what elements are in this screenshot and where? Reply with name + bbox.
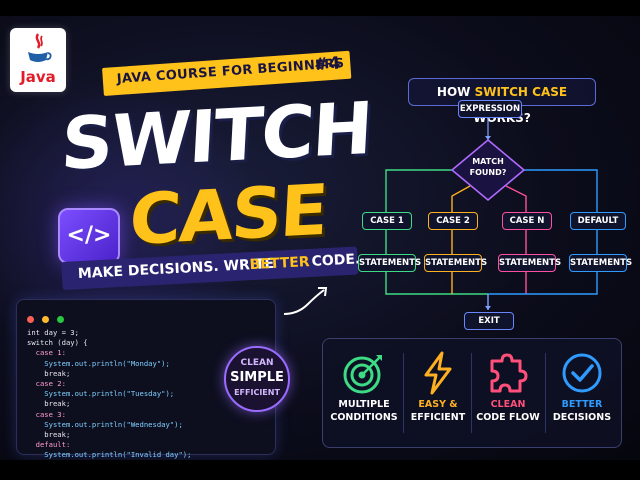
feature-multiple-conditions: MULTIPLE CONDITIONS [329, 347, 399, 439]
feature-4-line2: DECISIONS [552, 412, 612, 423]
feature-1-line1: MULTIPLE [338, 399, 390, 410]
close-dot-icon [27, 316, 34, 323]
decision-line1: MATCH [472, 157, 504, 166]
code-line: break; [27, 368, 71, 378]
clean-simple-badge: CLEAN SIMPLE EFFICIENT [224, 346, 290, 412]
code-line: System.out.println("Wednesday"); [27, 419, 183, 429]
lightning-icon [424, 351, 452, 395]
expression-box: EXPRESSION [458, 100, 522, 118]
statements-box-1: STATEMENTS [358, 254, 421, 272]
code-line: case 2: [27, 379, 66, 389]
code-line: int day = 3; [27, 328, 79, 337]
java-logo-text: Java [20, 68, 56, 86]
badge-middle: SIMPLE [230, 370, 284, 385]
divider [471, 353, 472, 433]
code-line: switch (day) { [27, 338, 88, 348]
code-block: int day = 3;switch (day) { case 1: Syste… [27, 328, 191, 460]
badge-top: CLEAN [240, 358, 274, 368]
feature-easy-efficient: EASY & EFFICIENT [403, 347, 473, 439]
default-box: DEFAULT [570, 212, 626, 230]
flowchart-connectors [385, 116, 598, 310]
flowchart-title-highlight: SWITCH CASE [474, 85, 568, 99]
code-line: default: [27, 440, 71, 450]
coffee-cup-icon [28, 33, 52, 62]
statements-box-2: STATEMENTS [424, 254, 487, 272]
maximize-dot-icon [57, 316, 65, 323]
feature-2-line2: EFFICIENT [410, 412, 466, 423]
statements-box-n: STATEMENTS [498, 254, 561, 272]
feature-3-line1: CLEAN [490, 399, 526, 410]
feature-clean-code-flow: CLEAN CODE FLOW [473, 347, 543, 439]
code-line: System.out.println("Invalid day"); [27, 450, 192, 460]
code-tag-icon: </> [58, 208, 120, 264]
case-2-box: CASE 2 [428, 212, 478, 230]
code-line: break; [27, 430, 71, 440]
statements-box-default: STATEMENTS [569, 254, 632, 272]
curved-arrow-icon [283, 287, 328, 315]
code-line: case 3: [27, 409, 66, 419]
divider [545, 353, 546, 433]
thumbnail: Java JAVA COURSE FOR BEGINNERS #4 SWITCH… [0, 16, 640, 460]
flowchart-title-prefix: HOW [436, 85, 475, 99]
code-line: case 1: [27, 348, 66, 358]
feature-4-line1: BETTER [561, 399, 603, 410]
exit-box: EXIT [464, 312, 514, 330]
feature-better-decisions: BETTER DECISIONS [547, 347, 617, 439]
decision-diamond [450, 138, 526, 202]
features-panel: MULTIPLE CONDITIONS EASY & EFFICIENT CLE… [322, 338, 622, 448]
divider [403, 353, 404, 433]
code-line: break; [27, 399, 71, 409]
check-circle-icon [562, 353, 602, 393]
feature-3-line2: CODE FLOW [476, 412, 540, 423]
decision-line2: FOUND? [469, 168, 507, 177]
java-logo: Java [10, 28, 66, 92]
target-icon [343, 355, 382, 394]
feature-1-line2: CONDITIONS [330, 412, 398, 423]
decision-label: MATCH FOUND? [452, 156, 524, 178]
puzzle-icon [490, 353, 528, 393]
window-controls [27, 308, 67, 327]
badge-bottom: EFFICIENT [234, 388, 280, 397]
code-line: System.out.println("Monday"); [27, 358, 170, 368]
minimize-dot-icon [42, 316, 50, 323]
case-n-box: CASE N [502, 212, 552, 230]
feature-2-line1: EASY & [418, 399, 458, 410]
code-line: System.out.println("Tuesday"); [27, 389, 175, 399]
case-1-box: CASE 1 [362, 212, 412, 230]
